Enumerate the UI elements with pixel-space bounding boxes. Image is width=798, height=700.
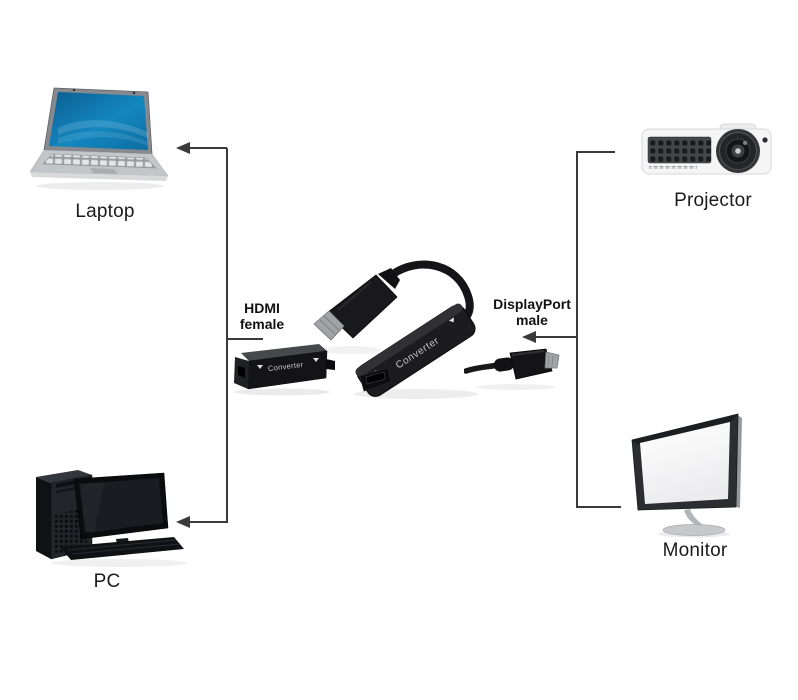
right-arm-to-projector — [576, 151, 615, 153]
left-tick-to-hdmi — [226, 338, 263, 340]
monitor-label: Monitor — [662, 540, 728, 561]
dp-label-line2: male — [516, 312, 548, 328]
hdmi-female-label: HDMI female — [207, 300, 317, 332]
left-arm-to-pc — [189, 521, 227, 523]
dp-plug-tip — [313, 310, 345, 341]
hdmi-label-line2: female — [239, 316, 285, 332]
left-arm-to-laptop — [189, 147, 227, 149]
displayport-male-label: DisplayPort male — [477, 296, 587, 328]
small-converter-svg: Converter — [234, 344, 335, 396]
projector-image — [641, 123, 772, 175]
dp-plug-body — [326, 274, 398, 339]
main-adapter-svg: Converter — [313, 260, 478, 399]
small-converter-print: Converter — [267, 360, 304, 373]
main-adapter-image: Converter — [296, 258, 494, 406]
dp-label-line1: DisplayPort — [493, 296, 571, 312]
right-bus-line — [576, 151, 578, 508]
laptop-label: Laptop — [75, 201, 135, 222]
adapter-cable — [389, 260, 474, 320]
device-monitor — [628, 409, 754, 541]
arrowhead-to-dp-plug — [522, 331, 536, 343]
device-projector — [641, 123, 773, 179]
arrowhead-to-pc — [176, 516, 190, 528]
displayport-plug-svg — [464, 348, 560, 390]
right-arm-to-monitor — [576, 506, 621, 508]
hdmi-female-slot — [365, 371, 386, 385]
arrowhead-to-laptop — [176, 142, 190, 154]
monitor-image — [631, 413, 742, 538]
dp-connector-tab — [326, 359, 335, 370]
displayport-plug-image — [464, 340, 562, 394]
hdmi-label-line1: HDMI — [244, 300, 280, 316]
laptop-image — [30, 87, 169, 190]
right-arm-to-dp-plug — [536, 336, 578, 338]
device-laptop — [30, 80, 182, 200]
small-converter-image: Converter — [230, 338, 338, 398]
device-pc — [24, 464, 188, 568]
pc-image — [36, 470, 187, 567]
pc-label: PC — [93, 571, 121, 592]
hdmi-port-opening — [238, 366, 245, 378]
left-bus-line — [226, 148, 228, 523]
projector-label: Projector — [674, 190, 752, 211]
